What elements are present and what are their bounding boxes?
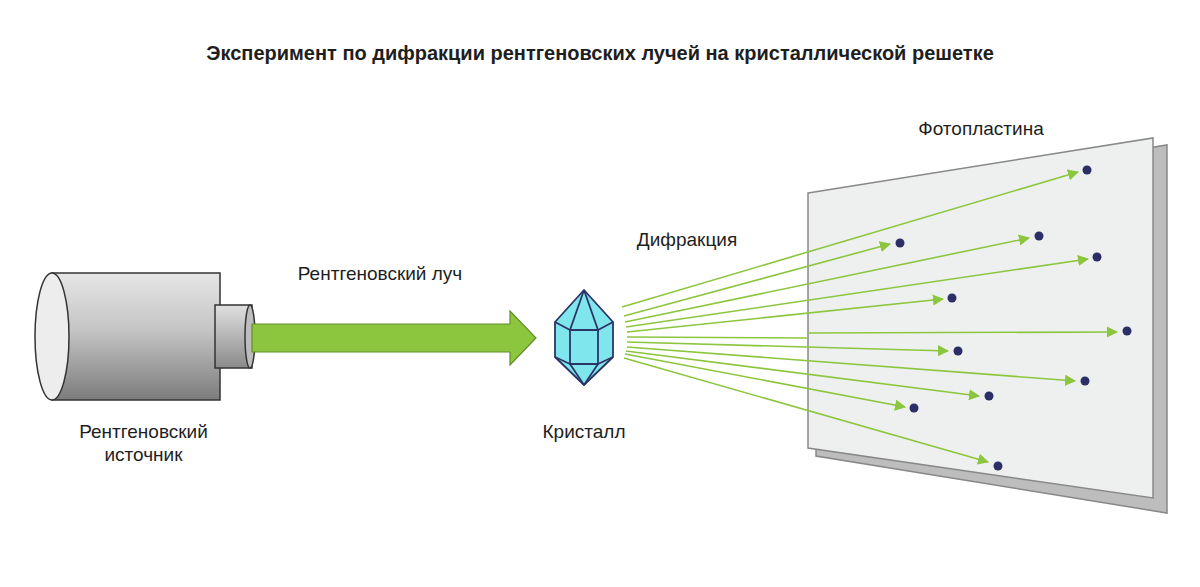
- crystal: [555, 290, 613, 385]
- plate-node: Фотопластина: [808, 138, 1154, 500]
- node-label: Фотопластина: [851, 117, 1111, 140]
- source-node: Рентгеновский источник: [35, 270, 252, 405]
- edge-label: Рентгеновский луч: [280, 262, 480, 285]
- node-label: Кристалл: [514, 420, 654, 443]
- crystal-node: Кристалл: [553, 288, 615, 388]
- diffraction-ray: [627, 337, 808, 338]
- diffraction-spots: [896, 166, 1132, 471]
- photo-plate: [808, 138, 1167, 513]
- diagram-title: Эксперимент по дифракции рентгеновских л…: [0, 42, 1200, 65]
- diffraction-rays: [622, 172, 1117, 462]
- ray-line: [627, 337, 808, 338]
- beam-shape: [252, 311, 536, 365]
- edge-label: Дифракция: [607, 228, 767, 251]
- xray-source: [35, 273, 255, 400]
- xray-beam: [252, 311, 536, 365]
- node-label: Рентгеновский источник: [44, 420, 244, 466]
